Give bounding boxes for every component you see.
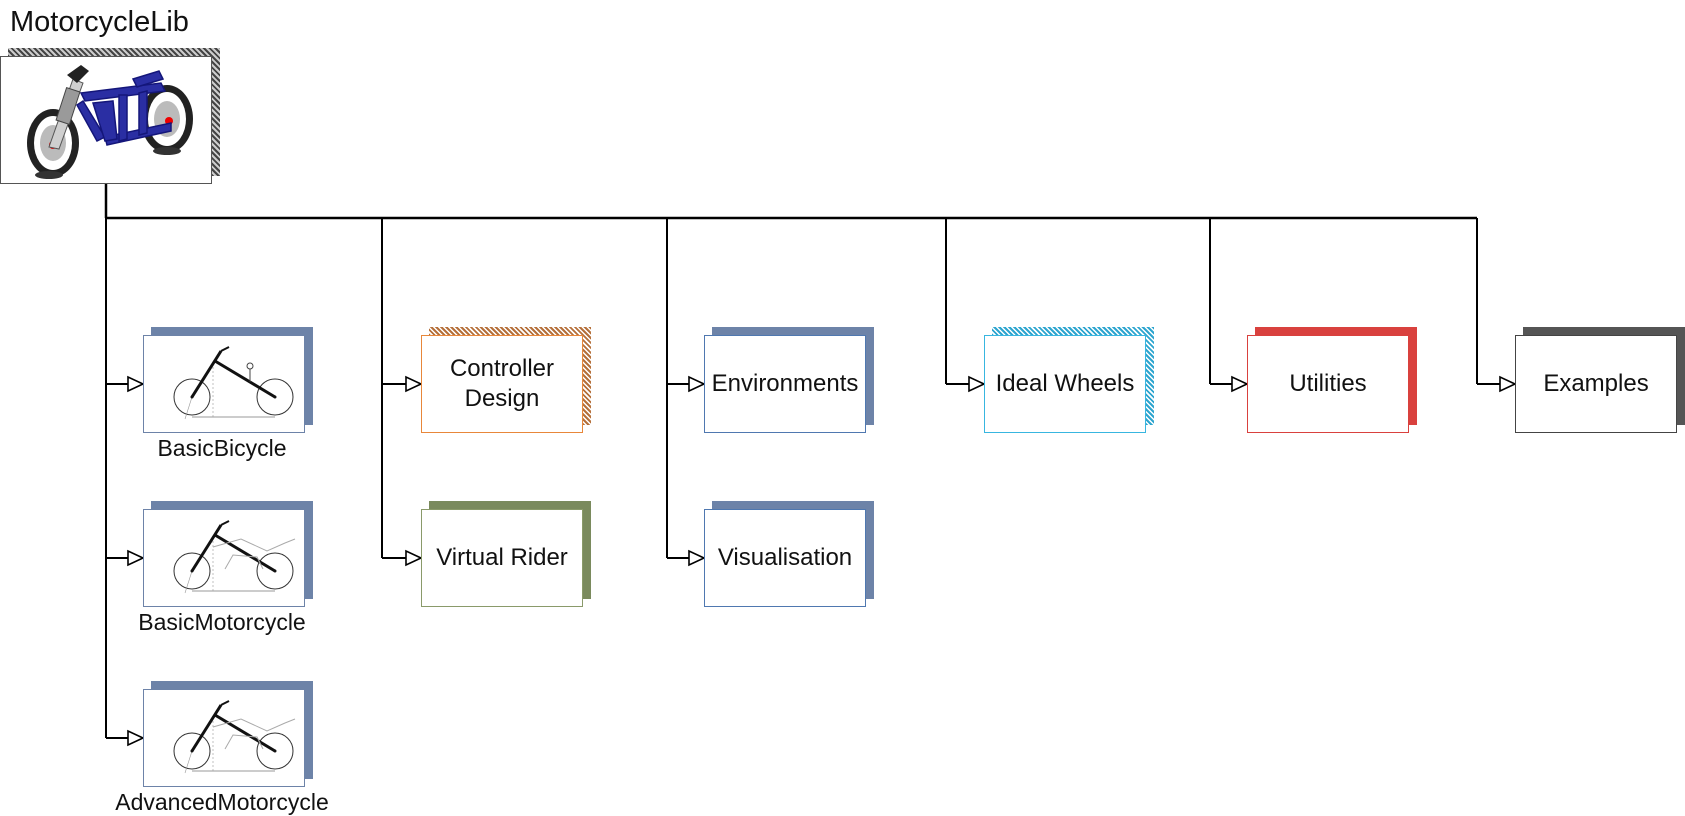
model-caption: AdvancedMotorcycle bbox=[115, 789, 329, 815]
arrowhead-icon bbox=[127, 729, 145, 747]
arrowhead-icon bbox=[127, 549, 145, 567]
model-card-advancedmotorcycle[interactable] bbox=[143, 689, 305, 787]
arrowhead-icon bbox=[405, 549, 423, 567]
arrowhead-icon bbox=[688, 375, 706, 393]
motorcycle-schematic-icon bbox=[173, 520, 296, 594]
package-label: Virtual Rider bbox=[436, 544, 568, 571]
bicycle-schematic-icon bbox=[173, 346, 294, 420]
arrowhead-icon bbox=[968, 375, 986, 393]
package-label: Visualisation bbox=[717, 544, 853, 571]
package-card-virtual-rider[interactable]: Virtual Rider bbox=[421, 509, 583, 607]
package-card-ideal-wheels[interactable]: Ideal Wheels bbox=[984, 335, 1146, 433]
motorcycle-schematic-icon bbox=[173, 700, 296, 774]
arrowhead-icon bbox=[127, 375, 145, 393]
root-package-card[interactable] bbox=[0, 56, 212, 184]
arrowhead-icon bbox=[1499, 375, 1517, 393]
package-card-utilities[interactable]: Utilities bbox=[1247, 335, 1409, 433]
model-caption: BasicBicycle bbox=[157, 435, 287, 461]
model-card-basicmotorcycle[interactable] bbox=[143, 509, 305, 607]
package-card-visualisation[interactable]: Visualisation bbox=[704, 509, 866, 607]
package-label: Utilities bbox=[1289, 370, 1367, 397]
package-card-environments[interactable]: Environments bbox=[704, 335, 866, 433]
arrowhead-icon bbox=[688, 549, 706, 567]
motorcycle-3d-icon bbox=[27, 65, 193, 179]
arrowhead-icon bbox=[405, 375, 423, 393]
package-label: Environments bbox=[711, 370, 859, 397]
root-title: MotorcycleLib bbox=[10, 6, 189, 38]
model-card-basicbicycle[interactable] bbox=[143, 335, 305, 433]
arrowhead-icon bbox=[1231, 375, 1249, 393]
package-card-examples[interactable]: Examples bbox=[1515, 335, 1677, 433]
package-label: Ideal Wheels bbox=[995, 370, 1135, 397]
model-caption: BasicMotorcycle bbox=[138, 609, 306, 635]
package-card-controller-design[interactable]: Controller Design bbox=[421, 335, 583, 433]
package-label: Controller Design bbox=[449, 355, 555, 412]
package-label: Examples bbox=[1543, 370, 1649, 397]
